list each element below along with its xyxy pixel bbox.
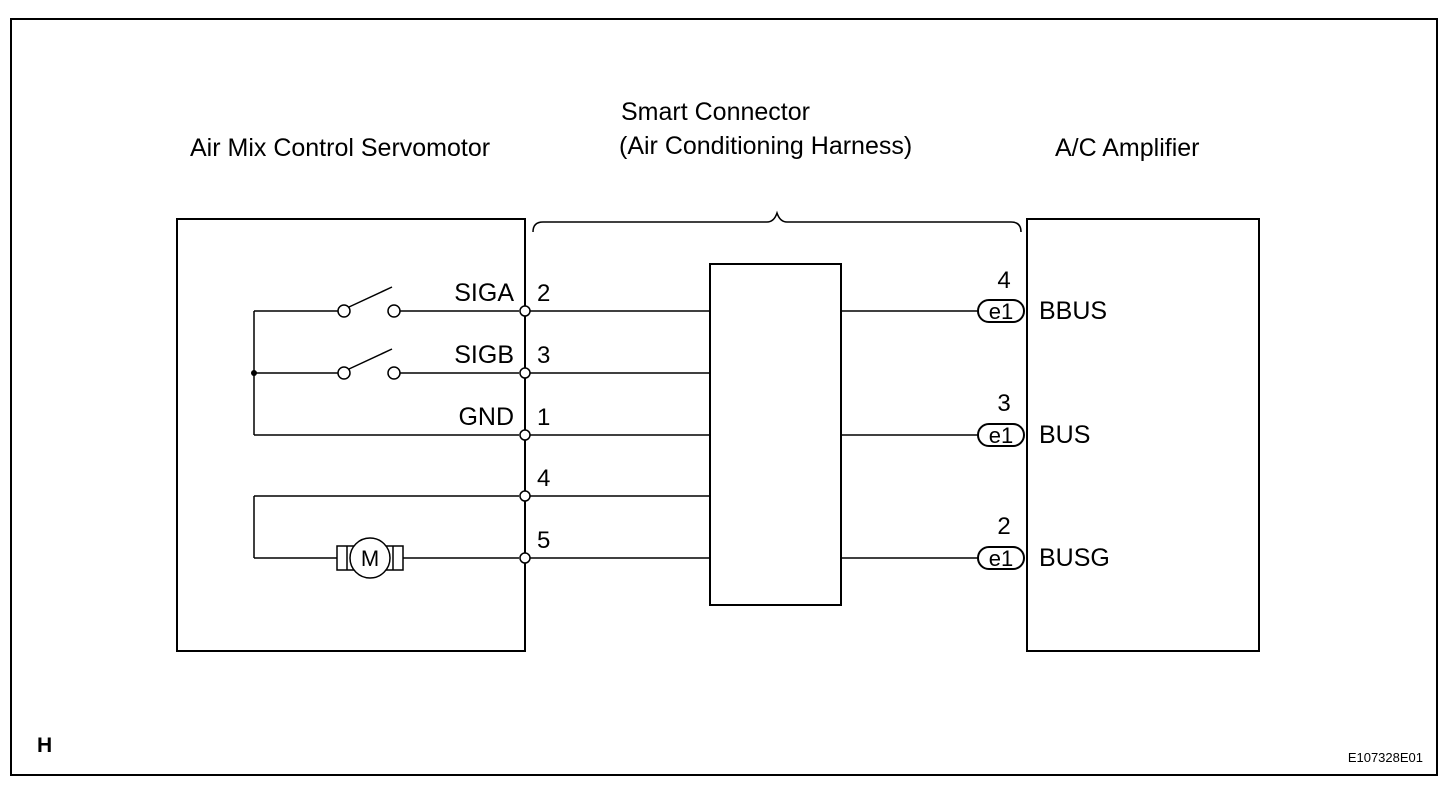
amp-pin-name-busg: BUSG [1039, 544, 1110, 572]
amp-pin-name-bus: BUS [1039, 421, 1090, 449]
pin-name-siga: SIGA [454, 279, 514, 307]
pin-name-sigb: SIGB [454, 341, 514, 369]
wires-servo-to-connector [530, 310, 710, 559]
motor-letter: M [361, 546, 379, 571]
servo-pin-number-gnd: 1 [537, 404, 550, 431]
switch-sigb-symbol [337, 348, 401, 380]
harness-brace [532, 210, 1022, 233]
figure-id: E107328E01 [1348, 750, 1423, 765]
amplifier-box [1026, 218, 1260, 652]
servo-pin-number-siga: 2 [537, 280, 550, 307]
connector-code-bbus: e1 [989, 299, 1013, 324]
pin-name-gnd: GND [458, 403, 514, 431]
amp-pin-name-bbus: BBUS [1039, 297, 1107, 325]
switch-siga-symbol [337, 286, 401, 318]
servo-pin-number-4: 4 [537, 465, 550, 492]
servo-terminals [519, 305, 531, 564]
outer-frame [10, 18, 1438, 776]
amplifier-connector-capsules [977, 299, 1025, 570]
amp-pin-number-busg: 2 [997, 513, 1010, 540]
servomotor-title: Air Mix Control Servomotor [190, 134, 490, 162]
wires-connector-to-amplifier [841, 310, 978, 559]
servo-pin-number-5: 5 [537, 527, 550, 554]
motor-symbol [336, 537, 404, 579]
smart-connector-title: Smart Connector [621, 98, 810, 126]
servo-pin-number-sigb: 3 [537, 342, 550, 369]
amplifier-title: A/C Amplifier [1055, 134, 1199, 162]
junction-dot [251, 370, 257, 376]
smart-connector-box [709, 263, 842, 606]
smart-connector-subtitle: (Air Conditioning Harness) [619, 132, 912, 160]
amp-pin-number-bbus: 4 [997, 267, 1010, 294]
amp-pin-number-bus: 3 [997, 390, 1010, 417]
connector-code-busg: e1 [989, 546, 1013, 571]
corner-letter: H [37, 734, 52, 757]
connector-code-bus: e1 [989, 423, 1013, 448]
